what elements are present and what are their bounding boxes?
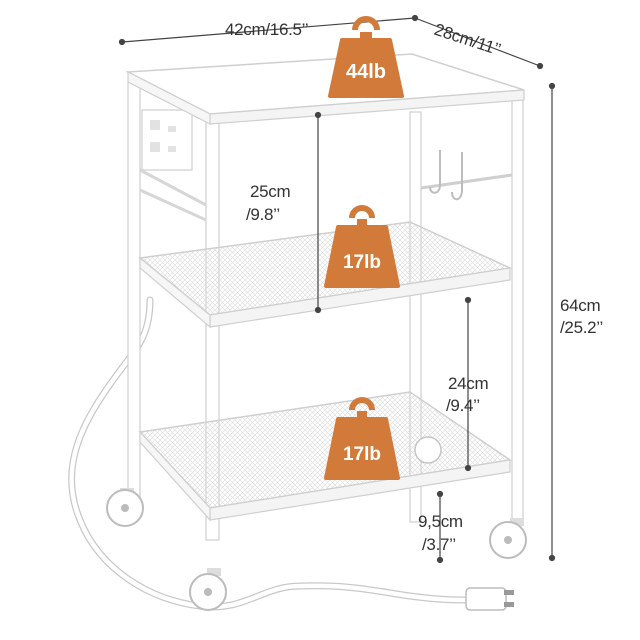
caster-wheel — [106, 488, 144, 527]
weight-icon-top: 44lb — [328, 16, 404, 98]
lower-gap-label-in: /9.4’’ — [446, 396, 480, 415]
back-right-post — [409, 111, 422, 523]
weight-label-top: 44lb — [346, 61, 386, 83]
caster-wheel — [489, 518, 527, 559]
weight-icon-middle: 17lb — [324, 205, 400, 288]
clearance-label-in: /3.7’’ — [422, 535, 456, 554]
caster-wheel — [189, 568, 227, 611]
height-label-cm: 64cm — [560, 296, 601, 315]
weight-label-middle: 17lb — [343, 252, 381, 273]
dimension-lines — [118, 14, 556, 564]
back-left-post — [127, 81, 141, 503]
width-label: 42cm/16.5’’ — [225, 20, 309, 39]
bottom-shelf — [138, 391, 512, 522]
middle-shelf — [138, 221, 513, 329]
lower-gap-label-cm: 24cm — [448, 374, 489, 393]
top-gap-label-cm: 25cm — [250, 182, 291, 201]
hooks — [429, 150, 463, 201]
top-gap-label-in: /9.8’’ — [246, 205, 280, 224]
height-label-in: /25.2’’ — [560, 318, 603, 337]
clearance-label-cm: 9,5cm — [418, 512, 463, 531]
front-right-post — [511, 91, 524, 521]
power-outlet — [141, 109, 193, 171]
weight-icon-bottom: 17lb — [324, 397, 400, 480]
weight-label-bottom: 17lb — [343, 444, 381, 465]
plug-icon — [465, 587, 514, 611]
top-shelf — [125, 53, 525, 125]
